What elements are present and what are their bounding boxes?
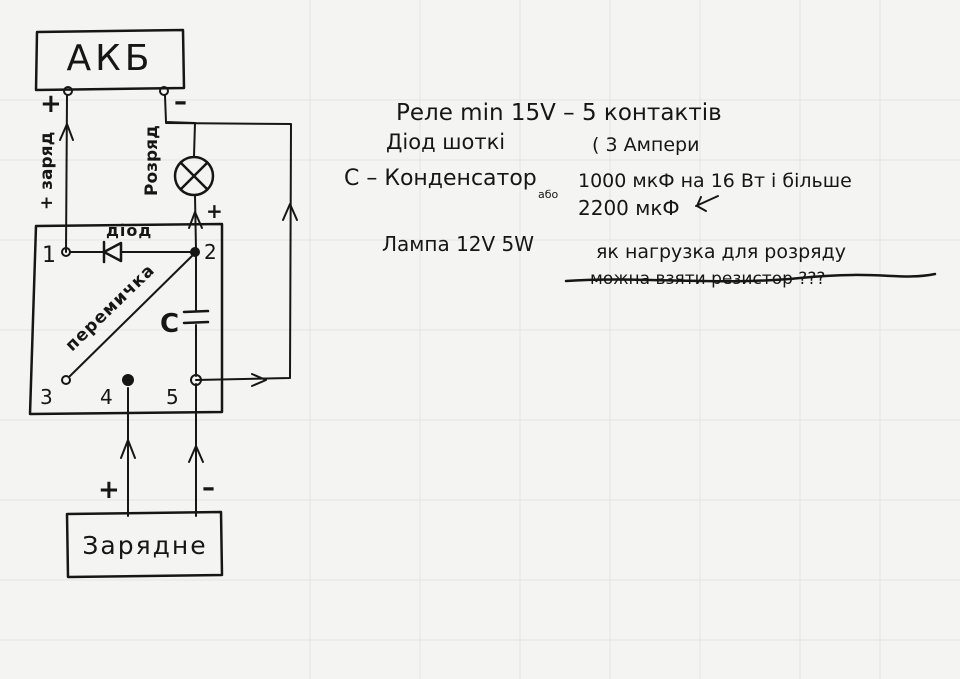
pin-3-label: 3	[40, 385, 53, 409]
note-lamp-purpose: як нагрузка для розряду	[596, 241, 846, 263]
wires	[59, 95, 298, 517]
note-resistor-struck: можна взяти резистор ???	[590, 269, 825, 289]
charger-minus-label: –	[202, 473, 215, 503]
relay-body	[28, 222, 224, 416]
diode-label: діод	[106, 221, 152, 240]
capacitor-label: C	[160, 309, 179, 339]
note-capacitor-value-2: 2200 мкФ	[578, 196, 680, 220]
battery-label: АКБ	[67, 38, 154, 79]
capacitor-icon	[182, 309, 210, 325]
pin-1-terminal	[61, 247, 71, 257]
jumper-label: перемичка	[62, 260, 160, 355]
pin-4-terminal	[122, 374, 134, 386]
pin-5-terminal	[190, 374, 202, 386]
pin-2-label: 2	[204, 240, 217, 264]
battery-plus-label: +	[40, 89, 62, 119]
lamp-plus-label: +	[206, 199, 223, 223]
notes-block: Реле min 15V – 5 контактів Діод шоткі ( …	[344, 100, 937, 289]
arrow-icon	[695, 195, 719, 212]
discharge-wire-label: Розряд	[142, 125, 162, 196]
note-capacitor-value-1: 1000 мкФ на 16 Вт і більше	[578, 170, 852, 192]
pin-4-label: 4	[100, 385, 113, 409]
pin-3-terminal	[61, 375, 71, 385]
pin-1-label: 1	[42, 243, 56, 268]
note-capacitor: C – Конденсатор	[344, 166, 537, 191]
strikethrough-line	[564, 272, 937, 283]
lamp-icon	[173, 155, 215, 197]
battery-box: АКБ + –	[34, 28, 187, 119]
charge-wire-label: + заряд	[37, 132, 57, 210]
note-capacitor-or: або	[538, 188, 559, 201]
battery-minus-label: –	[174, 87, 187, 117]
pin-2-terminal	[190, 247, 200, 257]
charger-label: Зарядне	[82, 531, 207, 560]
charger-box: Зарядне	[65, 510, 224, 579]
note-relay: Реле min 15V – 5 контактів	[396, 100, 722, 126]
note-diode: Діод шоткі	[386, 130, 505, 154]
note-lamp: Лампа 12V 5W	[382, 232, 534, 256]
note-diode-amps: ( 3 Ампери	[592, 134, 699, 156]
pin-5-label: 5	[166, 385, 179, 409]
diode-icon	[102, 240, 123, 264]
relay-pins	[61, 247, 202, 386]
charger-plus-label: +	[98, 475, 120, 505]
